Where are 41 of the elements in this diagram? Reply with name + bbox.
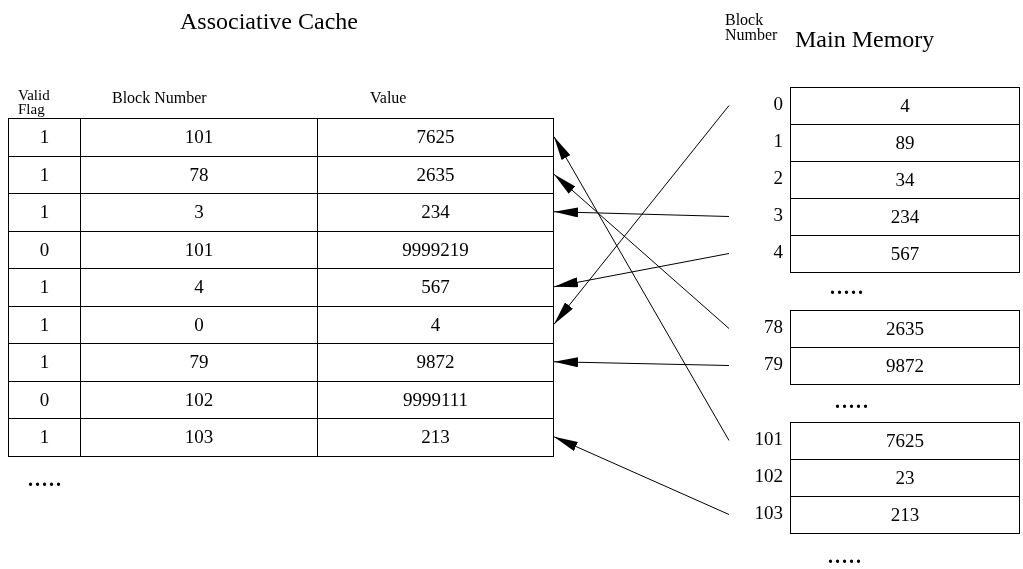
memory-cell: 7625 xyxy=(790,422,1020,460)
arrow xyxy=(553,105,730,325)
memory-cell: 2635 xyxy=(790,310,1020,348)
memory-cell: 9872 xyxy=(790,347,1020,385)
memory-cell: 23 xyxy=(790,459,1020,497)
arrow xyxy=(553,173,730,329)
ellipsis-dots: ..... xyxy=(830,276,865,299)
block-number: 79 xyxy=(764,353,783,375)
block-number: 78 xyxy=(764,316,783,338)
table-cell: 1 xyxy=(8,118,81,157)
heading-text: Valid Flag xyxy=(18,88,51,117)
block-number: 0 xyxy=(773,93,783,115)
block-number: 101 xyxy=(754,428,783,450)
memory-cell: 567 xyxy=(790,235,1020,273)
table-cell: 1 xyxy=(8,418,81,457)
memory-cell: 213 xyxy=(790,496,1020,534)
block-number: 3 xyxy=(773,204,783,226)
memory-cell: 34 xyxy=(790,161,1020,199)
arrow xyxy=(553,436,730,515)
heading-text: Block Number xyxy=(725,12,779,43)
ellipsis-dots: ..... xyxy=(835,390,870,413)
arrow xyxy=(553,253,730,288)
ellipsis-dots: ..... xyxy=(828,545,863,568)
heading-text: Value xyxy=(370,90,408,106)
block-number: 102 xyxy=(754,465,783,487)
block-number: 1 xyxy=(773,130,783,152)
table-cell: 7625 xyxy=(317,118,554,157)
memory-cell: 89 xyxy=(790,124,1020,162)
heading-text: Block Number xyxy=(112,90,208,106)
memory-cell: 234 xyxy=(790,198,1020,236)
arrow xyxy=(553,357,730,368)
arrow xyxy=(553,136,730,441)
ellipsis-dots: ..... xyxy=(28,468,63,491)
heading-text: Associative Cache xyxy=(180,8,358,35)
block-number: 2 xyxy=(773,167,783,189)
table-cell: 213 xyxy=(317,418,554,457)
block-number: 4 xyxy=(773,241,783,263)
heading-text: Main Memory xyxy=(795,26,935,53)
block-number: 103 xyxy=(754,502,783,524)
memory-cell: 4 xyxy=(790,87,1020,125)
arrow xyxy=(553,207,730,218)
